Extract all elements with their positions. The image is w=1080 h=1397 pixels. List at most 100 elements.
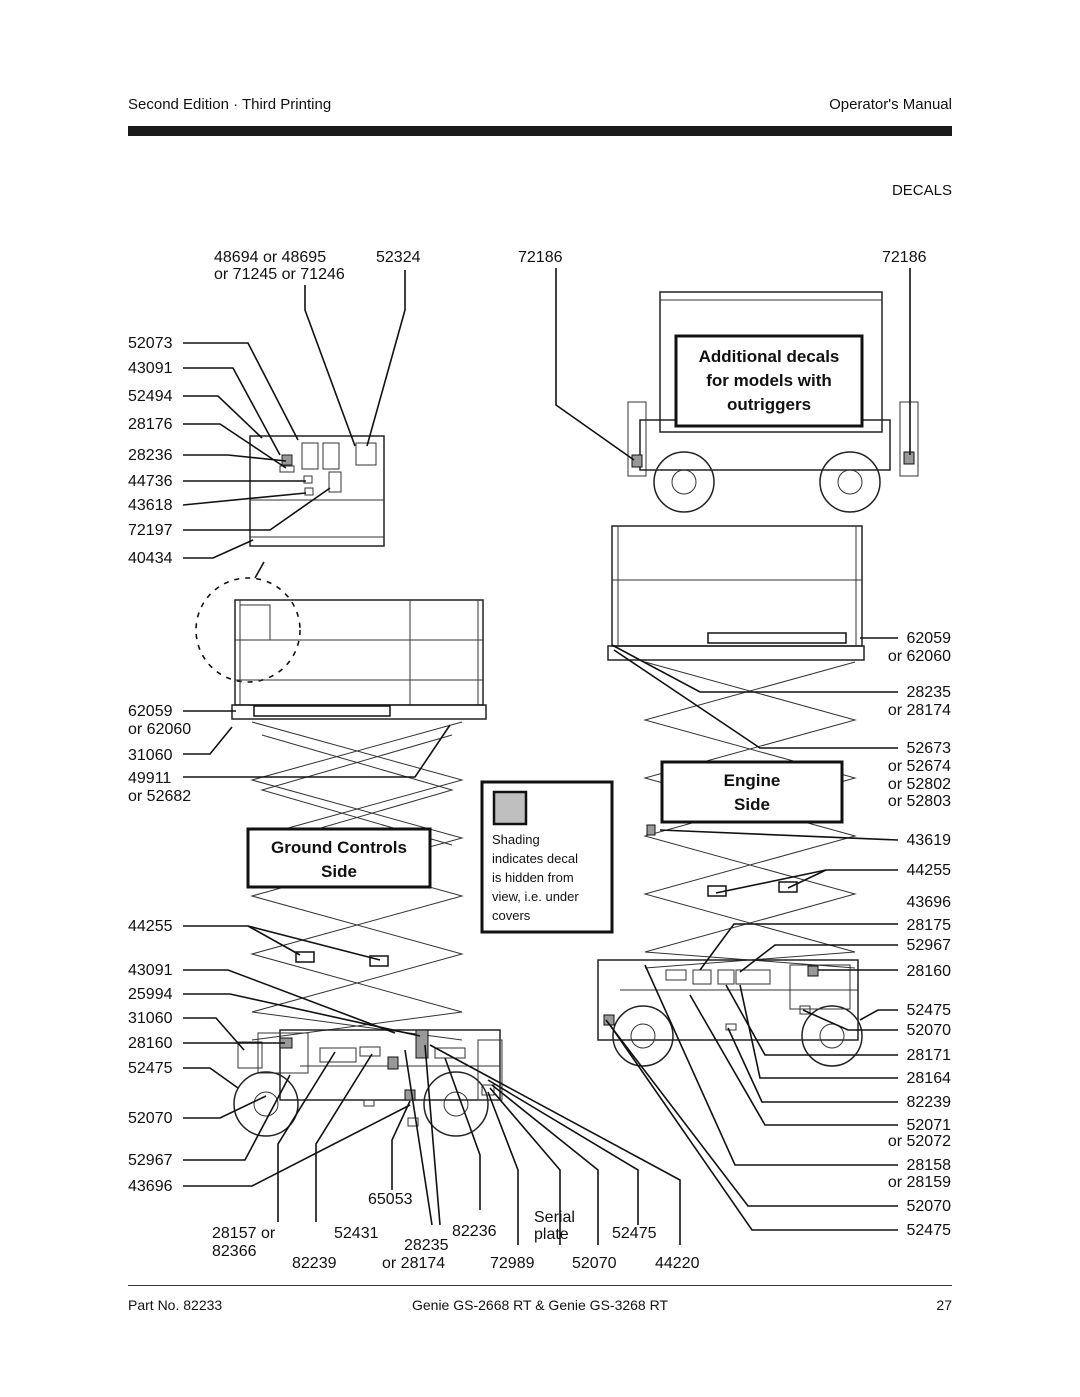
label-43618: 43618	[128, 497, 173, 514]
label-r-28235: 28235	[907, 684, 952, 701]
label-r-52070-lower: 52070	[907, 1198, 952, 1215]
label-r-28171: 28171	[907, 1047, 952, 1064]
label-52324: 52324	[376, 249, 421, 266]
label-72186-right: 72186	[882, 249, 927, 266]
footer-rule	[128, 1285, 952, 1286]
leaders-left-machine	[183, 710, 681, 1245]
label-72186-left: 72186	[518, 249, 563, 266]
label-r-52071: 52071	[907, 1117, 952, 1134]
label-43091: 43091	[128, 360, 173, 377]
label-44736: 44736	[128, 473, 173, 490]
label-r-43619: 43619	[907, 832, 952, 849]
label-49911: 49911	[128, 770, 171, 787]
label-r-or28174: or 28174	[888, 702, 951, 719]
legend-line3: is hidden from	[492, 870, 574, 885]
label-65053: 65053	[368, 1191, 413, 1208]
legend-line2: indicates decal	[492, 851, 578, 866]
label-or62060: or 62060	[128, 721, 191, 738]
label-r-28164: 28164	[907, 1070, 952, 1087]
label-r-28160: 28160	[907, 963, 952, 980]
labels-bottom: 28157 or 82366 82239 52431 65053 28235 o…	[212, 1191, 700, 1272]
labels-left: 52073 43091 52494 28176 28236 44736 4361…	[128, 335, 191, 1195]
label-r-52967: 52967	[907, 937, 952, 954]
header-manual-title: Operator's Manual	[829, 96, 952, 113]
label-72197: 72197	[128, 522, 173, 539]
legend-line1: Shading	[492, 832, 540, 847]
footer-model: Genie GS-2668 RT & Genie GS-3268 RT	[411, 1297, 669, 1313]
label-28236: 28236	[128, 447, 173, 464]
header-edition: Second Edition · Third Printing	[128, 96, 332, 113]
shading-legend: Shading indicates decal is hidden from v…	[480, 780, 614, 934]
outriggers-box-line3: outriggers	[727, 395, 811, 414]
label-43696: 43696	[128, 1178, 173, 1195]
ground-controls-callout-box: Ground Controls Side	[246, 827, 432, 889]
label-25994: 25994	[128, 986, 173, 1003]
legend-line4: view, i.e. under	[492, 889, 579, 904]
label-52431: 52431	[334, 1225, 379, 1242]
label-82236: 82236	[452, 1223, 497, 1240]
label-r-or52674: or 52674	[888, 758, 951, 775]
label-71245: or 71245 or 71246	[214, 266, 345, 283]
label-serial: Serial	[534, 1209, 575, 1226]
label-52494: 52494	[128, 388, 173, 405]
label-52475: 52475	[128, 1060, 173, 1077]
label-44255: 44255	[128, 918, 173, 935]
legend-line5: covers	[492, 908, 531, 923]
label-or52682: or 52682	[128, 788, 191, 805]
label-43091-lower: 43091	[128, 962, 173, 979]
outriggers-box-line1: Additional decals	[699, 347, 840, 366]
label-or28174: or 28174	[382, 1255, 445, 1272]
label-r-52070: 52070	[907, 1022, 952, 1039]
label-r-28158: 28158	[907, 1157, 952, 1174]
engine-box-line1: Engine	[724, 771, 781, 790]
label-r-or52803: or 52803	[888, 793, 951, 810]
label-52073: 52073	[128, 335, 173, 352]
shading-swatch	[492, 790, 528, 826]
label-plate: plate	[534, 1226, 569, 1243]
engine-box-line2: Side	[734, 795, 770, 814]
labels-top: 48694 or 48695 or 71245 or 71246 52324 7…	[214, 249, 927, 283]
header-rule	[128, 126, 952, 136]
label-44220: 44220	[655, 1255, 700, 1272]
ground-box-line1: Ground Controls	[271, 838, 407, 857]
label-r-62059: 62059	[907, 630, 952, 647]
label-82366: 82366	[212, 1243, 257, 1260]
outriggers-callout-box: Additional decals for models with outrig…	[674, 334, 864, 428]
leaders-top-left	[182, 270, 406, 579]
label-40434: 40434	[128, 550, 173, 567]
label-52070-bottom: 52070	[572, 1255, 617, 1272]
label-r-52475-lower: 52475	[907, 1222, 952, 1239]
label-r-28175: 28175	[907, 917, 952, 934]
label-62059: 62059	[128, 703, 173, 720]
label-72989: 72989	[490, 1255, 535, 1272]
footer-part-number: Part No. 82233	[128, 1297, 223, 1313]
leaders-right-machine	[605, 637, 899, 1231]
left-machine-drawing	[231, 599, 503, 1137]
leaders-outrigger	[555, 268, 911, 461]
label-52070: 52070	[128, 1110, 173, 1127]
label-28157: 28157 or	[212, 1225, 276, 1242]
label-28160: 28160	[128, 1035, 173, 1052]
label-52967: 52967	[128, 1152, 173, 1169]
ground-box-line2: Side	[321, 862, 357, 881]
outrigger-machine-drawing	[627, 291, 919, 513]
engine-side-callout-box: Engine Side	[660, 760, 844, 824]
label-48694: 48694 or 48695	[214, 249, 326, 266]
label-r-43696: 43696	[907, 894, 952, 911]
label-31060: 31060	[128, 747, 173, 764]
label-r-or28159: or 28159	[888, 1174, 951, 1191]
label-r-82239: 82239	[907, 1094, 952, 1111]
section-title: DECALS	[891, 182, 952, 199]
label-r-52475: 52475	[907, 1002, 952, 1019]
label-82239: 82239	[292, 1255, 337, 1272]
label-52475-bottom: 52475	[612, 1225, 657, 1242]
label-r-or52072: or 52072	[888, 1133, 951, 1150]
label-r-52673: 52673	[907, 740, 952, 757]
label-r-44255: 44255	[907, 862, 952, 879]
footer-page-number: 27	[936, 1297, 952, 1313]
control-panel-drawing	[249, 435, 385, 547]
label-31060-lower: 31060	[128, 1010, 173, 1027]
label-28176: 28176	[128, 416, 173, 433]
detail-circle	[195, 577, 301, 683]
